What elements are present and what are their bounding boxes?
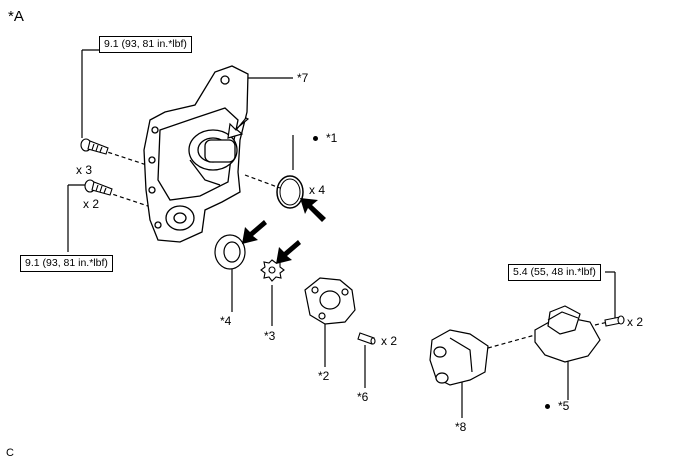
screw-icon — [604, 315, 625, 327]
pin-part-6 — [357, 332, 376, 345]
callout-8: *8 — [455, 420, 467, 434]
qty-screw: x 2 — [627, 315, 644, 329]
bolt-upper-icon — [80, 138, 109, 155]
install-arrow-icon — [276, 240, 301, 264]
callout-1-row: *1 — [313, 131, 337, 145]
callout-5-row: *5 — [545, 399, 569, 413]
install-arrow-icon — [300, 198, 326, 222]
inner-gear-part-3 — [260, 259, 285, 282]
valve-body-part-8 — [429, 329, 489, 386]
figure-label: *A — [8, 8, 24, 25]
torque-box-bottom-left: 9.1 (93, 81 in.*lbf) — [20, 255, 113, 272]
housing-part-7 — [143, 65, 249, 243]
callout-4: *4 — [220, 314, 232, 328]
torque-box-right: 5.4 (55, 48 in.*lbf) — [508, 264, 601, 281]
corner-code: C — [6, 447, 14, 459]
oring-part-1 — [276, 175, 304, 209]
qty-oring: x 4 — [309, 183, 326, 197]
bullet-dot-icon — [313, 136, 318, 142]
callout-5: *5 — [558, 399, 570, 413]
dashed-line-screw — [594, 321, 609, 326]
install-arrow-icon — [242, 220, 267, 244]
bolt-lower-icon — [84, 179, 113, 196]
qty-bolt-lower: x 2 — [83, 197, 100, 211]
callout-3: *3 — [264, 329, 276, 343]
dashed-line-oring — [244, 174, 281, 189]
outer-rotor-part-4 — [214, 234, 246, 270]
oring-inner — [279, 178, 301, 206]
callout-7: *7 — [297, 71, 309, 85]
bullet-dot-icon — [545, 404, 550, 410]
torque-box-top-left: 9.1 (93, 81 in.*lbf) — [99, 36, 192, 53]
callout-6: *6 — [357, 390, 369, 404]
qty-bolt-upper: x 3 — [76, 163, 93, 177]
cover-part-5 — [534, 305, 601, 363]
callout-1: *1 — [326, 131, 338, 145]
dashed-line-cover — [487, 334, 536, 349]
qty-pin: x 2 — [381, 334, 398, 348]
callout-2: *2 — [318, 369, 330, 383]
pump-body-part-2 — [304, 277, 356, 325]
outline-arrow-icon — [227, 117, 250, 139]
